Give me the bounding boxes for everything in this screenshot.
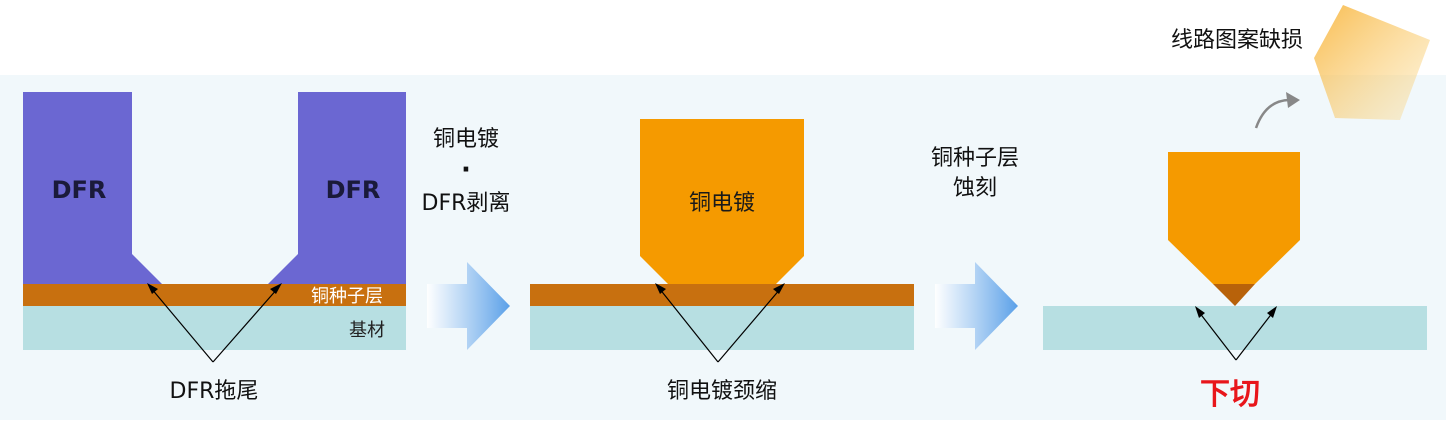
pattern-defect-label: 线路图案缺损	[1171, 28, 1303, 53]
dfr-right-label: DFR	[326, 176, 381, 204]
step-2-line-1: 铜种子层	[931, 146, 1019, 171]
step-1-line-2: DFR剥离	[422, 191, 511, 216]
stage-3: 下切 线路图案缺损	[1043, 5, 1430, 412]
dfr-left-label: DFR	[52, 176, 107, 204]
step-1-caption: 铜电镀 · DFR剥离	[422, 127, 511, 216]
etched-copper-block	[1168, 152, 1300, 284]
right-arrow-icon	[427, 262, 510, 350]
right-arrow-icon	[935, 262, 1018, 350]
dfr-left-block	[23, 92, 162, 284]
substrate-2	[530, 306, 914, 350]
step-2-caption: 铜种子层 蚀刻	[931, 146, 1019, 201]
seed-layer-1	[23, 284, 406, 306]
plated-copper-label: 铜电镀	[689, 191, 755, 216]
step-2-line-2: 蚀刻	[953, 176, 997, 201]
stage-1: DFR DFR 铜种子层 基材 DFR拖尾	[23, 92, 406, 404]
broken-fragment-icon	[1314, 5, 1430, 120]
step-1-line-1: 铜电镀	[433, 127, 499, 152]
necking-pointer	[655, 283, 785, 363]
dfr-right-block	[268, 92, 406, 284]
dfr-tail-label: DFR拖尾	[170, 379, 259, 404]
dfr-tail-pointer	[147, 283, 282, 363]
curved-arrow-head	[1286, 92, 1300, 108]
curved-arrow-icon	[1254, 98, 1291, 129]
substrate-label: 基材	[349, 320, 385, 341]
stage-2: 铜电镀 铜电镀颈缩	[530, 119, 914, 404]
undercut-label: 下切	[1200, 377, 1260, 412]
seed-layer-label: 铜种子层	[311, 286, 383, 307]
plated-copper-block	[640, 119, 804, 284]
necking-label: 铜电镀颈缩	[667, 379, 777, 404]
step-1-dot: ·	[461, 155, 471, 185]
seed-layer-2	[530, 284, 914, 306]
undercut-pointer	[1195, 306, 1277, 361]
substrate-1	[23, 306, 406, 350]
etched-seed-remnant	[1213, 284, 1255, 306]
substrate-3	[1043, 306, 1427, 350]
